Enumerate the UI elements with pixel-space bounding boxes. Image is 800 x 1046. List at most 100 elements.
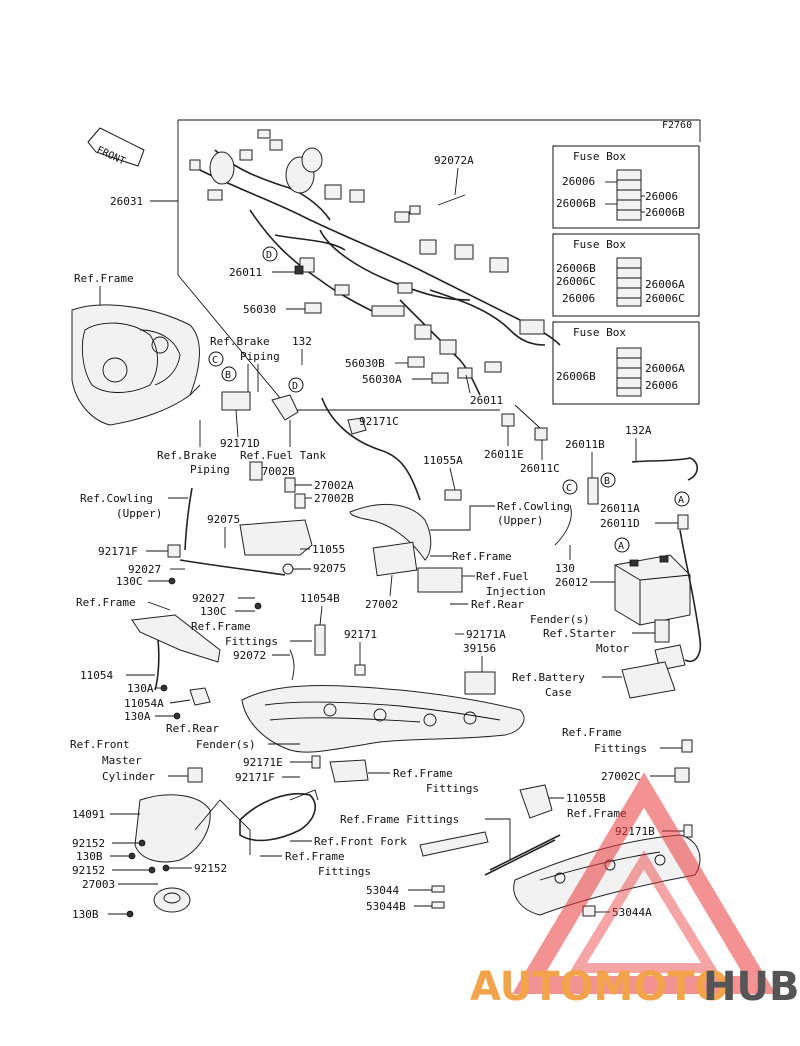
part-label: 130A — [127, 682, 154, 695]
part-label: 53044A — [612, 906, 652, 919]
part-label: 56030A — [362, 373, 402, 386]
part-label: 92171D — [220, 437, 260, 450]
ecu-bracket — [239, 519, 313, 556]
marker-c — [208, 351, 224, 367]
ecu-unit — [372, 541, 418, 577]
part-label: 11054 — [80, 669, 113, 682]
part-label: 92171F — [235, 771, 275, 784]
marker-d2 — [288, 377, 304, 393]
ref-label: Ref.Front — [70, 738, 130, 751]
part-label: 26011A — [600, 502, 640, 515]
fuse-box-2: Fuse Box 26006B 26006C 26006A 26006 2600… — [552, 233, 700, 317]
marker-a — [674, 491, 690, 507]
part-label: 92075 — [313, 562, 346, 575]
marker-a2 — [614, 537, 630, 553]
ref-label: Fittings — [225, 635, 278, 648]
part-label: 130B — [72, 908, 99, 921]
lower-bracket — [329, 759, 369, 783]
fuse-label: 26006 — [645, 379, 678, 392]
marker-label: A — [678, 495, 684, 506]
fuse-label: 26006A — [645, 278, 685, 291]
border-line — [178, 119, 701, 142]
brake-bracket — [221, 391, 251, 411]
part-label: 27002 — [365, 598, 398, 611]
part-label: 27003 — [82, 878, 115, 891]
marker-label: B — [225, 370, 231, 381]
ref-label: Fittings — [426, 782, 479, 795]
fuse-label: 26006 — [562, 292, 595, 305]
fender-cover — [134, 794, 211, 863]
ref-label: Ref.Frame — [393, 767, 453, 780]
ref-label: Motor — [596, 642, 629, 655]
part-label: 92152 — [72, 837, 105, 850]
ref-label: Ref.Brake — [157, 449, 217, 462]
part-label: 26011D — [600, 517, 640, 530]
relay-box — [464, 671, 496, 695]
part-label: 27002B — [255, 465, 295, 478]
part-label: 130A — [124, 710, 151, 723]
part-label: 26011 — [470, 394, 503, 407]
part-label: 92171 — [344, 628, 377, 641]
marker-label: B — [604, 476, 610, 487]
harness-boundary — [177, 120, 500, 411]
marker-label: A — [618, 541, 624, 552]
part-label: 26011 — [229, 266, 262, 279]
part-label: 26012 — [555, 576, 588, 589]
ref-label: Ref.Starter — [543, 627, 616, 640]
ref-label: Master — [102, 754, 142, 767]
part-label: 11055A — [423, 454, 463, 467]
fuse-box-title: Fuse Box — [573, 326, 626, 339]
part-label: 11055 — [312, 543, 345, 556]
battery — [614, 554, 691, 626]
ref-label: Fender(s) — [530, 613, 590, 626]
ref-label: Ref.Fuel Tank — [240, 449, 326, 462]
part-label: 92152 — [194, 862, 227, 875]
part-label: 92072A — [434, 154, 474, 167]
part-label: 130C — [116, 575, 143, 588]
ref-label: (Upper) — [116, 507, 162, 520]
front-fork-clamp — [239, 793, 316, 842]
battery-case — [621, 661, 676, 699]
ref-label: Ref.Frame — [567, 807, 627, 820]
marker-label: C — [212, 355, 218, 366]
watermark-text-gray: HUB — [703, 964, 799, 1010]
part-label: 11054A — [124, 697, 164, 710]
fuse-label: 26006 — [562, 175, 595, 188]
fuse-label: 26006C — [645, 292, 685, 305]
part-label: 92075 — [207, 513, 240, 526]
ref-label: Ref.Rear — [471, 598, 524, 611]
ref-label: Ref.Cowling — [80, 492, 153, 505]
fuse-box-title: Fuse Box — [573, 150, 626, 163]
watermark-text-orange: AUTOMOTO — [470, 964, 729, 1010]
ref-label: Ref.Frame — [562, 726, 622, 739]
fuse-label: 26006A — [645, 362, 685, 375]
ref-label: Ref.Frame Fittings — [340, 813, 459, 826]
front-arrow-icon: FRONT — [87, 127, 145, 167]
marker-b — [221, 366, 237, 382]
ref-label: (Upper) — [497, 514, 543, 527]
marker-label: D — [266, 250, 272, 261]
part-label: 132 — [292, 335, 312, 348]
marker-b2 — [600, 472, 616, 488]
part-label: 92027 — [128, 563, 161, 576]
part-label: 92027 — [192, 592, 225, 605]
part-label: 27002B — [314, 492, 354, 505]
part-label: 130 — [555, 562, 575, 575]
ref-label: Ref.Frame — [452, 550, 512, 563]
part-label: 27002C — [601, 770, 641, 783]
upper-bracket — [349, 503, 432, 561]
fuse-label: 26006B — [556, 197, 596, 210]
part-label: 92171E — [243, 756, 283, 769]
ref-label: Ref.Fuel — [476, 570, 529, 583]
part-label: 14091 — [72, 808, 105, 821]
sensor-pipe — [321, 397, 421, 501]
fuse-box-3: Fuse Box 26006B 26006A 26006 — [552, 321, 700, 405]
part-label: 56030 — [243, 303, 276, 316]
ref-label: Ref.Frame — [74, 272, 134, 285]
fuse-box-title: Fuse Box — [573, 238, 626, 251]
part-label: 132A — [625, 424, 652, 437]
part-label: 11054B — [300, 592, 340, 605]
marker-label: D — [292, 381, 298, 392]
